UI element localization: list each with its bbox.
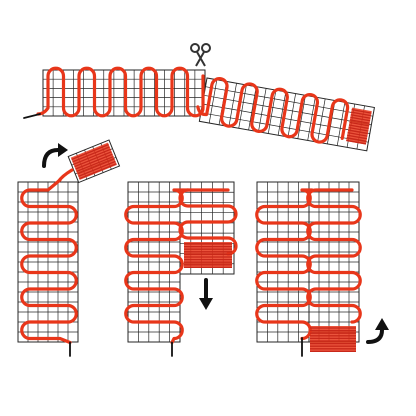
mesh-line [208,79,218,124]
mat-section-rotated [67,139,121,184]
folded-cable-line [79,163,117,180]
mesh-line [258,88,267,132]
arrow-shaft [366,328,384,344]
folded-cable-line [350,116,371,122]
folded-cable-line [348,126,369,132]
mesh-line [317,98,326,143]
down-arrow-icon [199,278,213,310]
mesh-line [205,86,373,117]
curved-arrow-icon [42,143,68,168]
heating-cable [196,77,350,144]
mesh-line [228,83,237,127]
folded-cable-line [347,132,368,137]
folded-cable-line [75,153,113,170]
folded-cable-line [351,111,372,117]
mesh-border [17,181,79,343]
scissors-blades [195,51,206,67]
arrow-shaft [42,148,60,168]
heating-cable [306,188,362,324]
folded-cable-line [77,158,115,175]
curved-arrow-icon [366,318,389,344]
folded-cable-line [347,134,368,140]
mesh-line [200,112,369,143]
mesh-line [248,86,257,131]
arrow-head [199,298,213,310]
mesh-background [199,78,375,151]
mesh-line [297,95,306,139]
mesh-line [202,103,370,134]
folded-cable-line [350,114,371,119]
scissors-handle [201,43,211,53]
rotated-mat-section [56,139,121,184]
heating-cable [36,66,205,118]
heating-cable [255,188,314,341]
arrow-head [58,143,68,157]
folded-cable-line [348,124,369,130]
mesh-line [307,97,316,141]
power-lead [23,113,41,119]
heating-cable [124,188,190,345]
mesh-line [336,102,346,146]
mesh-line [287,93,296,138]
top-mat-strip [23,66,375,152]
folded-cable-line [73,148,111,165]
folded-cable-line [347,129,368,135]
folded-cable-line [349,119,370,124]
folded-cable-line [71,143,109,161]
folded-cable-line [74,151,112,168]
scissors-handle [190,43,200,53]
mesh-line [203,94,372,126]
folded-cable-line [76,155,114,173]
heating-cable [20,178,78,345]
folded-cable-line [72,146,110,163]
folded-cable-line [346,137,367,142]
mat-section-rotated [196,77,375,152]
mesh-line [238,84,247,129]
arrow-head [375,318,389,330]
scissors-icon [190,43,211,67]
mesh-line [267,90,277,134]
layout-panel-fold-up [255,181,362,357]
layout-panel-single [17,178,79,357]
folded-cable-line [351,108,372,114]
folded-cable-line [349,121,370,127]
layout-panel-fold-down [124,181,238,357]
folded-cable-line [78,160,116,177]
mesh-line [277,91,287,136]
folded-cable-line [346,139,367,145]
